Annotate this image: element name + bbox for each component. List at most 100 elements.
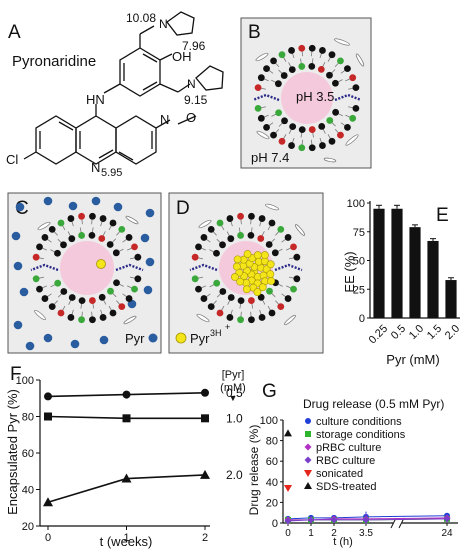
- free-drug-molecule: [11, 231, 21, 241]
- f-legend-arrow: ▼: [229, 393, 238, 403]
- pka-label-3: 9.15: [184, 93, 208, 107]
- compound-name: Pyronaridine: [12, 53, 96, 70]
- lipid-head: [257, 293, 265, 301]
- lipid-head: [89, 212, 96, 220]
- drug-molecule: [243, 250, 252, 258]
- lipid-head: [78, 316, 85, 324]
- lipid-head: [266, 287, 273, 295]
- lipid-head: [337, 57, 344, 65]
- legend-yellow-dot: [175, 332, 187, 344]
- lipid-fragment: [34, 309, 46, 321]
- lipid-head: [207, 303, 215, 311]
- lipid-fragment: [37, 221, 51, 231]
- drug-molecule: [267, 277, 276, 285]
- membrane-protein: [274, 263, 303, 272]
- atom-n-right: N: [187, 77, 196, 91]
- lipid-head: [328, 51, 336, 59]
- drug-molecule: [253, 251, 262, 260]
- lipid-head: [191, 253, 199, 261]
- lipid-head: [352, 84, 360, 92]
- f-point: [201, 414, 209, 423]
- lipid-head: [257, 235, 265, 242]
- lipid-head: [195, 285, 202, 293]
- lipid-head: [254, 84, 262, 92]
- f-legend-title-1: [Pyr]: [222, 369, 245, 381]
- g-legend-label: RBC culture: [316, 455, 375, 467]
- lipid-head: [258, 314, 266, 321]
- lipid-head: [226, 314, 234, 321]
- lipid-head: [195, 243, 202, 251]
- panel-g-letter: G: [262, 381, 277, 402]
- lipid-head: [237, 316, 244, 324]
- panel-g: G Drug release (0.5 mM Pyr) Drug release…: [247, 381, 458, 548]
- atom-n-ring: N: [160, 112, 169, 127]
- lipid-head: [68, 235, 76, 243]
- g-ytick-label: 40: [266, 477, 278, 489]
- free-drug-molecule: [25, 341, 35, 351]
- lipid-fragment: [294, 224, 306, 236]
- e-bar: [409, 227, 421, 318]
- lipid-head: [288, 142, 295, 149]
- lipid-head: [308, 144, 316, 152]
- free-drug-molecule: [19, 287, 29, 297]
- lipid-head: [290, 285, 297, 293]
- f-point: [122, 414, 131, 423]
- lipid-head: [227, 235, 235, 243]
- lipid-head: [248, 212, 255, 220]
- panel-d-legend-sup: 3H: [210, 328, 222, 338]
- panel-f-letter: F: [10, 364, 22, 385]
- lipid-head: [219, 288, 227, 295]
- lipid-head: [326, 71, 333, 79]
- panel-d-legend-charge: +: [225, 322, 230, 332]
- pyridine-ring: [115, 115, 157, 165]
- g-point: [284, 484, 292, 492]
- lipid-head: [54, 279, 62, 287]
- g-point: [362, 516, 370, 524]
- lipid-head: [278, 51, 286, 59]
- f-point: [201, 388, 209, 397]
- f-series-label: 2.0: [226, 468, 243, 482]
- g-point: [284, 517, 292, 525]
- lipid-head: [48, 303, 56, 311]
- f-ytick-label: 60: [22, 448, 34, 460]
- e-xtick-label: 1.5: [425, 323, 444, 342]
- lipid-head: [78, 212, 85, 220]
- lipid-head: [213, 279, 221, 287]
- lipid-head: [277, 225, 285, 233]
- g-xtick-label: 24: [441, 528, 453, 539]
- lipid-head: [298, 144, 306, 152]
- lipid-head: [328, 137, 336, 145]
- lipid-head: [112, 249, 120, 257]
- lipid-head: [270, 131, 277, 139]
- lipid-head: [131, 243, 138, 251]
- lipid-head: [308, 62, 316, 70]
- lipid-head: [99, 215, 107, 222]
- f-xtick-label: 0: [45, 532, 51, 544]
- lipid-fragment: [125, 215, 139, 225]
- g-xtick-label: 0: [285, 528, 291, 539]
- g-point: [307, 516, 315, 524]
- g-title: Drug release (0.5 mM Pyr): [303, 397, 444, 411]
- outer-ph-label: pH 7.4: [251, 150, 289, 165]
- panel-b-letter: B: [248, 22, 261, 43]
- lipid-head: [57, 219, 65, 227]
- lipid-head: [318, 123, 326, 130]
- membrane-protein: [252, 93, 280, 102]
- g-ytick-label: 0: [272, 518, 278, 530]
- panel-c-legend: Pyr: [125, 331, 145, 346]
- atom-oh: OH: [172, 49, 192, 64]
- panel-d-letter: D: [176, 198, 190, 219]
- drug-molecule: [236, 277, 245, 286]
- atom-o: O: [186, 110, 196, 125]
- lipid-head: [67, 215, 75, 222]
- g-ytick-label: 100: [260, 415, 278, 427]
- e-ylabel: EE (%): [342, 251, 357, 292]
- drug-molecule: [231, 273, 239, 281]
- lipid-head: [275, 109, 282, 117]
- e-bar: [391, 208, 403, 318]
- drug-molecule: [258, 283, 267, 292]
- lipid-head: [248, 316, 255, 324]
